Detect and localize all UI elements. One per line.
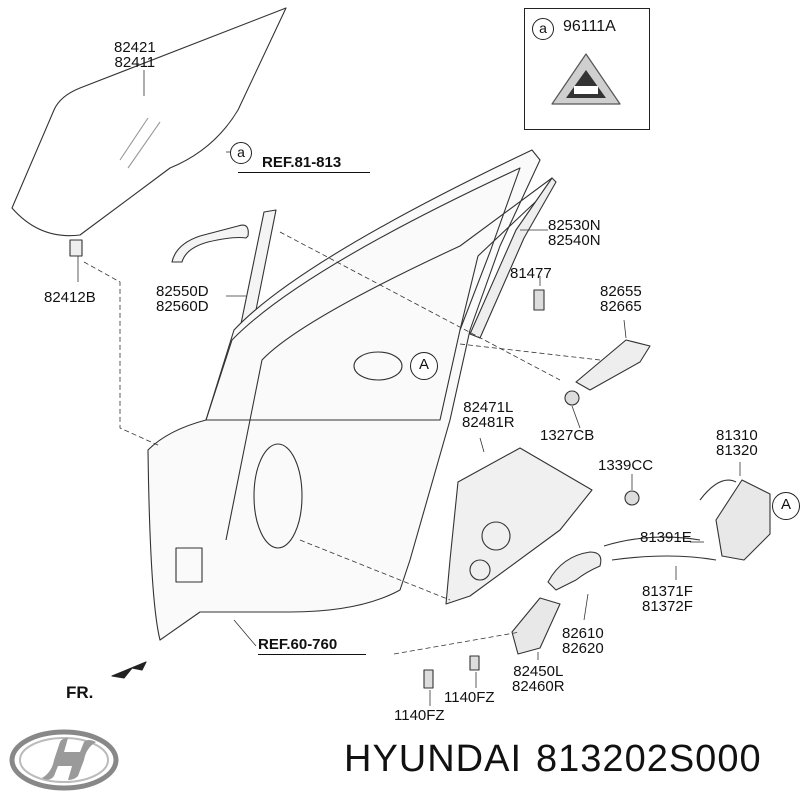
label-cable-1: 81391E — [640, 529, 692, 546]
ref-60-760: REF.60-760 — [258, 636, 338, 653]
brand-caption: HYUNDAI 813202S000 — [344, 738, 762, 781]
leader-grommet — [571, 405, 581, 429]
regulator-pulley-lower — [469, 559, 491, 581]
bolt-1140fz-b — [469, 655, 480, 671]
door-latch — [715, 479, 771, 561]
label-bolt-1140fz-b: 1140FZ — [444, 689, 495, 706]
leader-regulator — [479, 437, 485, 453]
window-sash — [225, 177, 553, 541]
glass-clip — [69, 239, 83, 257]
speaker-opening — [253, 443, 303, 549]
dashed-projection-3 — [299, 539, 451, 601]
legend-code: 96111A — [563, 18, 616, 35]
latch-cables — [603, 479, 737, 561]
hyundai-logo — [9, 729, 119, 791]
leader-inside-handle — [583, 593, 589, 621]
warning-label-icon — [551, 53, 621, 105]
dashed-projection-2 — [459, 343, 601, 361]
regulator-pulley — [481, 521, 511, 551]
ref-60-760-underline — [258, 654, 366, 655]
door-shell — [147, 149, 541, 641]
label-grommet: 1327CB — [540, 427, 595, 444]
brand-part-number: 813202S000 — [536, 738, 762, 780]
glass-reflection-lines — [119, 117, 161, 169]
outside-handle — [171, 224, 249, 263]
label-bolt-81477: 81477 — [510, 265, 552, 282]
inner-handle-frame — [575, 339, 651, 391]
legend-callout-a: a — [532, 18, 554, 40]
detail-marker-a-door: A — [410, 352, 438, 380]
front-direction-label: FR. — [66, 683, 94, 702]
front-direction-arrow — [111, 661, 147, 679]
callout-a-glass: a — [230, 142, 252, 164]
regulator-motor — [511, 597, 561, 655]
panel-hole — [353, 351, 403, 381]
door-glass — [11, 7, 287, 237]
leader-clip-shell — [83, 261, 161, 447]
ref-81-813: REF.81-813 — [262, 154, 342, 171]
panel-slot — [175, 547, 203, 583]
grommet-1327cb — [564, 390, 580, 406]
dashed-projection-4 — [393, 631, 521, 655]
bolt-81477 — [533, 289, 545, 311]
leader-ref-60 — [233, 619, 257, 647]
detail-marker-a-latch: A — [772, 492, 800, 520]
leader-hinge-handle — [623, 319, 627, 339]
window-regulator — [445, 447, 593, 605]
label-nut: 1339CC — [598, 457, 654, 474]
label-glass-clip: 82412B — [44, 289, 96, 306]
inside-handle — [547, 551, 602, 591]
dashed-projection-1 — [279, 231, 561, 381]
nut-1339cc — [624, 490, 640, 506]
window-frame-inner — [205, 167, 521, 421]
bolt-1140fz-a — [423, 669, 434, 689]
legend-box — [524, 8, 650, 130]
ref-81-813-underline — [238, 172, 370, 173]
brand-make: HYUNDAI — [344, 738, 523, 780]
label-bolt-1140fz-a: 1140FZ — [394, 707, 445, 724]
